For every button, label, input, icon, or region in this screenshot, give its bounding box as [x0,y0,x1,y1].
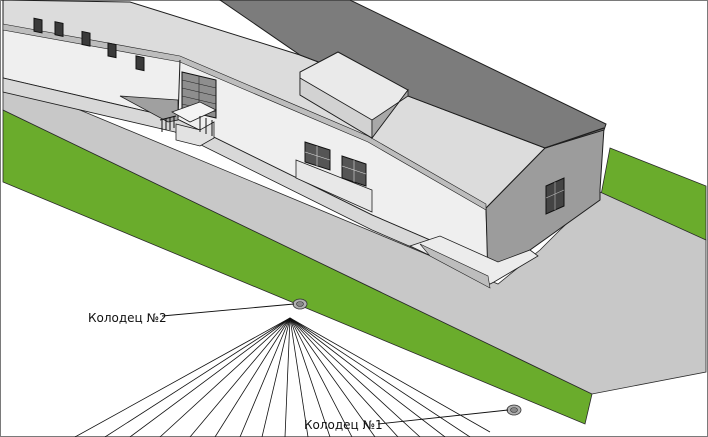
roof-ridge-end [544,127,605,149]
porch-top[interactable] [171,101,217,123]
manhole-icon[interactable] [506,404,522,416]
window[interactable] [54,21,64,37]
upper-windows [33,17,145,72]
entrance-windows [304,141,367,187]
porch-railing [159,115,213,136]
window[interactable] [135,55,145,72]
roof-back-slope[interactable] [219,0,607,149]
roof-box-side [371,88,409,140]
leader-line-well-1 [377,409,509,425]
manhole-icon[interactable] [292,298,308,310]
leader-line-well-2 [161,303,295,317]
label-well-1[interactable]: Колодец №1 [304,418,383,432]
gable-entrance-pad[interactable] [408,235,539,285]
window[interactable] [33,17,43,34]
gable-window-frame [545,182,565,210]
loading-ramp[interactable] [119,95,179,123]
label-well-2[interactable]: Колодец №2 [88,311,167,325]
window[interactable] [107,42,117,59]
roof-fascia [2,23,487,211]
gable-ramp [419,243,491,289]
window[interactable] [81,30,91,47]
